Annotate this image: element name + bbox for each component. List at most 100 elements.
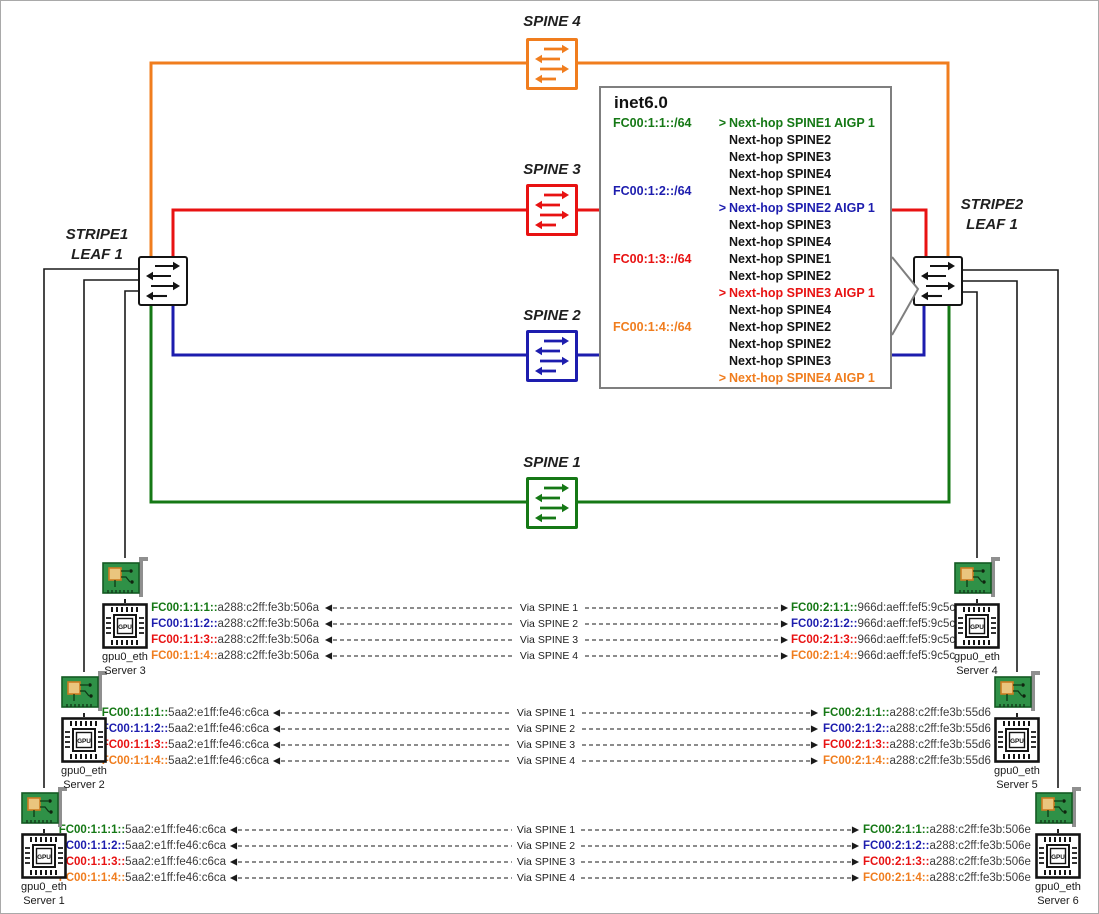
- route-prefix: [613, 302, 711, 319]
- address-prefix: FC00:2:1:4::: [791, 650, 858, 662]
- link-leaf1-server1: [43, 268, 139, 788]
- route-row: Next-hop SPINE2: [601, 132, 890, 149]
- address-prefix: FC00:2:1:2::: [823, 723, 890, 735]
- spine-label-spine-3: SPINE 3: [523, 161, 581, 178]
- gpu-icon-wrap: GPU: [102, 603, 148, 649]
- leaf-right-label-line1: STRIPE2: [960, 196, 1024, 213]
- address-prefix: FC00:1:1:1::: [151, 602, 218, 614]
- server-iface-label: gpu0_eth: [21, 881, 67, 893]
- address-prefix: FC00:2:1:4::: [863, 872, 930, 884]
- nic-icon-wrap: [954, 557, 1000, 599]
- route-prefix: [613, 336, 711, 353]
- address-suffix: 5aa2:e1ff:fe46:c6ca: [125, 840, 226, 852]
- address-prefix: FC00:1:1:1::: [58, 824, 126, 836]
- route-nexthop: Next-hop SPINE3: [729, 354, 832, 368]
- route-row: >Next-hop SPINE2 AIGP 1: [601, 200, 890, 217]
- address-suffix: a288:c2ff:fe3b:55d6: [889, 707, 991, 719]
- route-row: FC00:1:1::/64>Next-hop SPINE1 AIGP 1: [601, 115, 890, 132]
- address-right: FC00:2:1:3::966d:aeff:fef5:9c5c: [791, 633, 1071, 647]
- address-prefix: FC00:2:1:1::: [823, 707, 890, 719]
- switch-arrows-icon: [146, 261, 180, 301]
- nic-card-icon: [61, 671, 107, 711]
- address-right: FC00:2:1:3::a288:c2ff:fe3b:506e: [863, 855, 1098, 869]
- via-spine-label: Via SPINE 1: [511, 706, 581, 720]
- address-left: FC00:1:1:1::a288:c2ff:fe3b:506a: [5, 601, 319, 615]
- address-prefix: FC00:1:1:3::: [151, 634, 218, 646]
- leaf-left-label-line1: STRIPE1: [65, 226, 129, 243]
- address-prefix: FC00:1:1:4::: [58, 872, 126, 884]
- address-right: FC00:2:1:3::a288:c2ff:fe3b:55d6: [823, 738, 1098, 752]
- address-left: FC00:1:1:4::a288:c2ff:fe3b:506a: [5, 649, 319, 663]
- address-prefix: FC00:2:1:3::: [863, 856, 930, 868]
- best-path-marker: [711, 302, 729, 319]
- svg-text:GPU: GPU: [118, 624, 132, 631]
- via-spine-label: Via SPINE 2: [514, 617, 584, 631]
- route-row: Next-hop SPINE3: [601, 217, 890, 234]
- route-row: Next-hop SPINE3: [601, 353, 890, 370]
- address-suffix: a288:c2ff:fe3b:506e: [929, 856, 1031, 868]
- address-suffix: a288:c2ff:fe3b:506e: [929, 840, 1031, 852]
- nic-icon-wrap: [61, 671, 107, 713]
- best-path-marker: [711, 183, 729, 200]
- gpu-chip-icon: GPU: [954, 603, 1000, 649]
- address-prefix: FC00:1:1:3::: [101, 739, 169, 751]
- address-suffix: 5aa2:e1ff:fe46:c6ca: [125, 872, 226, 884]
- address-suffix: 5aa2:e1ff:fe46:c6ca: [125, 824, 226, 836]
- route-nexthop: Next-hop SPINE3: [729, 218, 832, 232]
- gpu-icon-wrap: GPU: [994, 717, 1040, 763]
- route-nexthop: Next-hop SPINE3: [729, 150, 832, 164]
- route-row: Next-hop SPINE4: [601, 166, 890, 183]
- best-path-marker: [711, 353, 729, 370]
- via-spine-label: Via SPINE 2: [511, 839, 581, 853]
- via-spine-label: Via SPINE 1: [511, 823, 581, 837]
- route-prefix: [613, 285, 711, 302]
- address-right: FC00:2:1:4::a288:c2ff:fe3b:55d6: [823, 754, 1098, 768]
- best-path-marker: [711, 149, 729, 166]
- route-row: Next-hop SPINE2: [601, 268, 890, 285]
- address-prefix: FC00:1:1:2::: [58, 840, 126, 852]
- address-prefix: FC00:2:1:4::: [823, 755, 890, 767]
- address-left: FC00:1:1:2::5aa2:e1ff:fe46:c6ca: [5, 839, 226, 853]
- best-path-marker: >: [718, 371, 726, 385]
- nic-gpu-connector: [1057, 829, 1059, 833]
- spine-node-spine-1: [526, 477, 578, 529]
- address-right: FC00:2:1:2::a288:c2ff:fe3b:506e: [863, 839, 1098, 853]
- route-prefix: [613, 166, 711, 183]
- spine-label-spine-1: SPINE 1: [523, 454, 581, 471]
- address-right: FC00:2:1:2::a288:c2ff:fe3b:55d6: [823, 722, 1098, 736]
- route-nexthop: Next-hop SPINE4: [729, 303, 832, 317]
- address-prefix: FC00:1:1:4::: [101, 755, 169, 767]
- gpu-chip-icon: GPU: [102, 603, 148, 649]
- link-leaf1-server2: [83, 279, 139, 672]
- address-suffix: a288:c2ff:fe3b:506a: [217, 602, 319, 614]
- address-suffix: a288:c2ff:fe3b:506a: [217, 634, 319, 646]
- best-path-marker: [711, 336, 729, 353]
- spine-node-spine-2: [526, 330, 578, 382]
- leaf-node-stripe1: [138, 256, 188, 306]
- server-name-label: Server 3: [104, 664, 146, 677]
- best-path-marker: >: [718, 286, 726, 300]
- address-suffix: 966d:aeff:fef5:9c5c: [857, 602, 956, 614]
- address-left: FC00:1:1:4::5aa2:e1ff:fe46:c6ca: [5, 871, 226, 885]
- address-right: FC00:2:1:1::966d:aeff:fef5:9c5c: [791, 601, 1071, 615]
- server-iface-label: gpu0_eth: [61, 765, 107, 777]
- via-spine-label: Via SPINE 3: [511, 738, 581, 752]
- nic-card-icon: [21, 787, 67, 827]
- best-path-marker: [711, 217, 729, 234]
- server-name-label: Server 1: [23, 894, 65, 907]
- address-suffix: 966d:aeff:fef5:9c5c: [857, 618, 956, 630]
- leaf-node-stripe2: [913, 256, 963, 306]
- svg-text:GPU: GPU: [970, 624, 984, 631]
- nic-gpu-connector: [43, 829, 45, 833]
- address-suffix: a288:c2ff:fe3b:506e: [929, 824, 1031, 836]
- address-prefix: FC00:2:1:1::: [863, 824, 930, 836]
- nic-gpu-connector: [1016, 713, 1018, 717]
- address-suffix: 966d:aeff:fef5:9c5c: [857, 650, 956, 662]
- svg-text:GPU: GPU: [1051, 854, 1065, 861]
- nic-icon-wrap: [21, 787, 67, 829]
- nic-icon-wrap: [994, 671, 1040, 713]
- address-right: FC00:2:1:4::a288:c2ff:fe3b:506e: [863, 871, 1098, 885]
